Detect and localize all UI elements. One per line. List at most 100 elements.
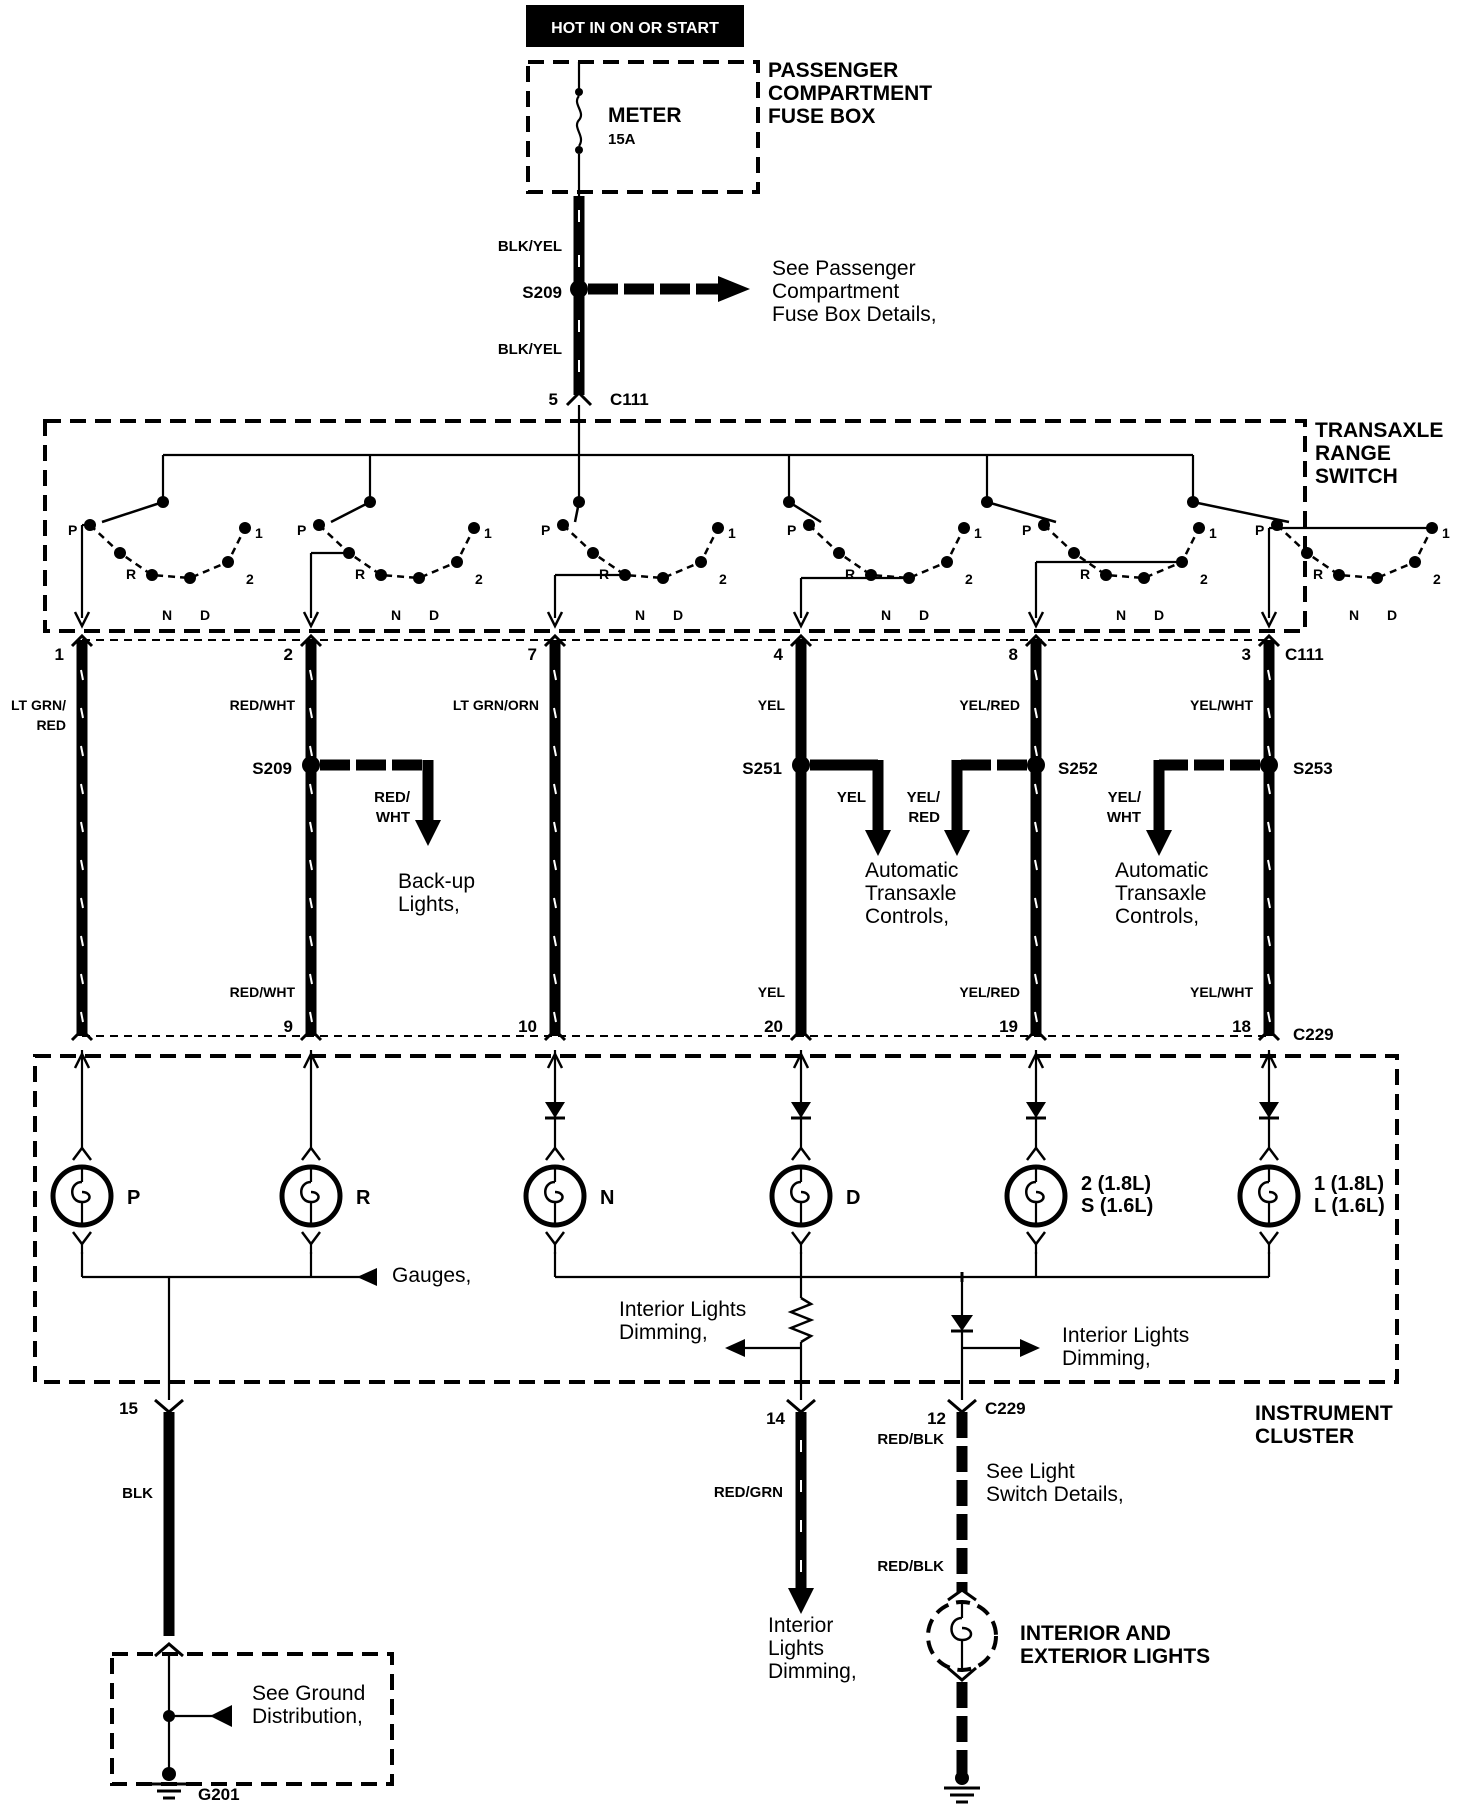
switch-label-R: R <box>845 566 855 582</box>
c229-bottom-mark-14 <box>786 1398 816 1414</box>
switch-contact-1 <box>712 522 724 534</box>
ground-name: G201 <box>198 1785 240 1804</box>
atc-right-1: Automatic <box>1115 859 1208 882</box>
light-wire-label-top: RED/BLK <box>877 1431 944 1448</box>
switch-label-D: D <box>200 607 210 623</box>
switch-label-N: N <box>1116 607 1126 623</box>
c111-pin-5: 5 <box>549 390 558 409</box>
switch-contact-2 <box>941 556 953 568</box>
splice-s209-wire-2: WHT <box>376 809 410 826</box>
switch-contact-D <box>1371 572 1383 584</box>
switch-label-R: R <box>1080 566 1090 582</box>
switch-contact-R <box>1068 547 1080 559</box>
dimming-right-1: Interior Lights <box>1062 1324 1189 1347</box>
pin-bottom-18: 18 <box>1232 1017 1251 1036</box>
fuse-box-label-2: COMPARTMENT <box>768 82 932 105</box>
switch-label-N: N <box>391 607 401 623</box>
switch-contact-R <box>114 547 126 559</box>
fuse-name: METER <box>608 104 682 127</box>
switch-label-R: R <box>1313 566 1323 582</box>
indicator-lamp-5: 2 (1.8L)S (1.6L) <box>1004 1050 1153 1254</box>
supply-wire-label-upper: BLK/YEL <box>498 238 562 255</box>
lamp-label-1: P <box>127 1187 140 1209</box>
switch-label-P: P <box>68 522 77 538</box>
switch-label-2: 2 <box>1433 571 1441 587</box>
switch-contact-D <box>1138 572 1150 584</box>
circuit-wires <box>70 633 1281 1042</box>
switch-contact-1 <box>239 522 251 534</box>
cluster-label-1: INSTRUMENT <box>1255 1402 1393 1425</box>
backup-lights-1: Back-up <box>398 870 475 893</box>
switch-contact-D <box>413 572 425 584</box>
switch-contact-P <box>1038 519 1050 531</box>
switch-label-R: R <box>355 566 365 582</box>
pin-bottom-10: 10 <box>518 1017 537 1036</box>
atc-left-1: Automatic <box>865 859 958 882</box>
pin-top-3: 3 <box>1242 645 1251 664</box>
c229-bottom-mark-12 <box>947 1398 977 1414</box>
pin-top-1: 1 <box>55 645 64 664</box>
supply-wire-label-lower: BLK/YEL <box>498 341 562 358</box>
pin-top-8: 8 <box>1009 645 1018 664</box>
switch-label-N: N <box>162 607 172 623</box>
dimming-left-1: Interior Lights <box>619 1298 746 1321</box>
light-pin-12: 12 <box>927 1409 946 1428</box>
lamp-label-4: D <box>846 1187 860 1209</box>
wire-top-label-5: YEL/RED <box>959 697 1020 713</box>
switch-label-1: 1 <box>728 525 736 541</box>
splice-s251 <box>792 756 891 856</box>
splice-s253-wire-1: YEL/ <box>1108 789 1142 806</box>
switch-contact-D <box>657 572 669 584</box>
lamp-label-2: R <box>356 1187 371 1209</box>
wire-bottom-label-6: YEL/WHT <box>1190 984 1253 1000</box>
wire-bottom-label-4: YEL <box>758 984 786 1000</box>
fuse-box <box>526 60 760 194</box>
dim-wire-label: RED/GRN <box>714 1484 783 1501</box>
switch-contact-N <box>865 569 877 581</box>
wire-top-label-3: LT GRN/ORN <box>453 697 539 713</box>
range-switch-label-2: RANGE <box>1315 442 1391 465</box>
switch-contact-N <box>1100 569 1112 581</box>
lights-ground-icon <box>944 1771 980 1804</box>
switch-label-D: D <box>429 607 439 623</box>
fuse-rating: 15A <box>608 131 636 148</box>
circuit-wire-1 <box>70 633 94 1042</box>
switch-label-P: P <box>541 522 550 538</box>
circuit-wire-2 <box>299 633 323 1042</box>
wire-top-label-1: LT GRN/ <box>11 697 66 713</box>
wire-bottom-label-5: YEL/RED <box>959 984 1020 1000</box>
circuit-wire-3 <box>543 633 567 1042</box>
switch-label-1: 1 <box>1442 525 1450 541</box>
c111-top-label: C111 <box>610 390 649 409</box>
c111-bottom-label: C111 <box>1285 645 1324 664</box>
splice-s209-wire-1: RED/ <box>374 789 411 806</box>
splice-s209 <box>302 756 441 846</box>
circuit-wire-6 <box>1257 633 1281 1042</box>
pin-bottom-20: 20 <box>764 1017 783 1036</box>
circuit-wire-5 <box>1024 633 1048 1042</box>
c229-bottom-mark-15 <box>154 1398 184 1414</box>
dim-pin-14: 14 <box>766 1409 785 1428</box>
switch-label-2: 2 <box>475 571 483 587</box>
range-switch-sections: PRND21PRND21PRND21PRND21PRND21PRND21 <box>68 496 1450 629</box>
splice-note-2: Compartment <box>772 280 899 303</box>
ground-pin-15: 15 <box>119 1399 138 1418</box>
wire-bottom-label-2: RED/WHT <box>230 984 296 1000</box>
switch-label-P: P <box>787 522 796 538</box>
range-switch-label-3: SWITCH <box>1315 465 1398 488</box>
switch-label-1: 1 <box>1209 525 1217 541</box>
switch-label-1: 1 <box>484 525 492 541</box>
switch-contact-P <box>313 519 325 531</box>
splice-s251-label: S251 <box>742 759 782 778</box>
splice-s252-label: S252 <box>1058 759 1098 778</box>
ground-distribution-box <box>110 1652 394 1786</box>
light-wire-label-bottom: RED/BLK <box>877 1558 944 1575</box>
switch-label-P: P <box>297 522 306 538</box>
switch-label-N: N <box>635 607 645 623</box>
lamp-label-5: 2 (1.8L) <box>1081 1173 1151 1195</box>
splice-s252-wire-1: YEL/ <box>907 789 941 806</box>
switch-contact-2 <box>451 556 463 568</box>
cluster-bus-wires <box>80 1252 1271 1400</box>
switch-contact-P <box>803 519 815 531</box>
